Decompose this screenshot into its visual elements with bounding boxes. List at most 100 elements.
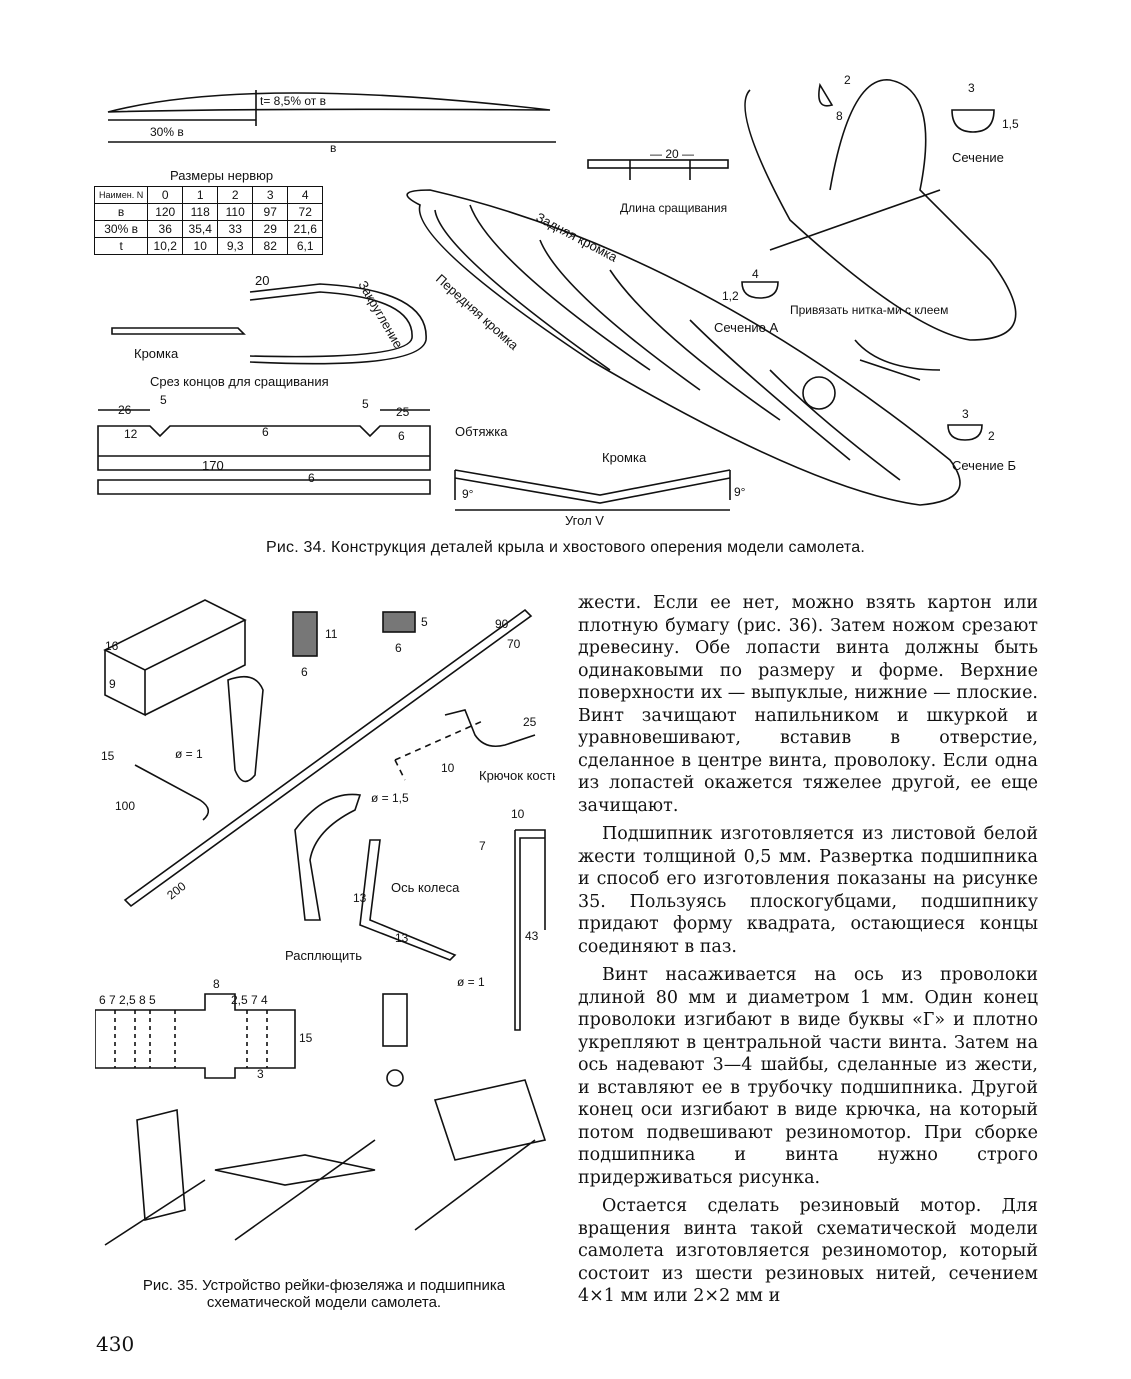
d100-label: 100: [115, 799, 135, 813]
paragraph-4: Остается сделать резиновый мотор. Для вр…: [578, 1196, 1038, 1306]
deg9-left-label: 9°: [462, 487, 474, 501]
figure-34-caption: Рис. 34. Конструкция деталей крыла и хво…: [266, 539, 865, 556]
d13a-label: 13: [353, 891, 367, 905]
splice-strip: [587, 159, 729, 169]
tie-label: Привязать нитка-ми с клеем: [790, 303, 948, 317]
d6c-label: 6: [308, 471, 315, 485]
d25-label: 25: [396, 405, 410, 419]
bearing-view-2: [214, 1139, 376, 1241]
d11-label: 11: [325, 627, 338, 641]
d6a-label: 6: [301, 665, 308, 679]
d16-label: 16: [105, 639, 119, 653]
paragraph-2: Подшипник изготовляется из листовой бело…: [578, 824, 1038, 957]
d8-label: 8: [213, 977, 220, 991]
d15b-label: 15: [299, 1031, 313, 1045]
d8-label: 8: [836, 109, 843, 123]
d10b-label: 10: [511, 807, 525, 821]
d70-label: 70: [507, 637, 521, 651]
d15-label: 15: [101, 749, 115, 763]
section-rect-a: [292, 611, 318, 657]
d2b-label: 2: [988, 429, 995, 443]
d7-label: 7: [479, 839, 486, 853]
section-a-shape: [741, 281, 779, 299]
rib-size-table: Наимен. N 0 1 2 3 4 в 120 118 110 97 72 …: [93, 186, 324, 255]
pct30-label: 30% в: [150, 125, 184, 139]
rounding-label: Закругление: [355, 278, 406, 351]
table-row: в 120 118 110 97 72: [93, 203, 324, 221]
body-text: жести. Если ее нет, можно взять картон и…: [578, 592, 1038, 1314]
covering-label: Обтяжка: [455, 424, 508, 439]
figure-35-caption: Рис. 35. Устройство рейки-фюзеляжа и под…: [142, 1277, 506, 1311]
tail-outline: [744, 79, 1017, 341]
propeller-blank: [227, 675, 264, 783]
d26-label: 26: [118, 403, 132, 417]
airfoil-rib: [107, 92, 551, 113]
dims-row2-label: 2,5 7 4: [231, 993, 268, 1007]
fuselage-rail: [123, 608, 533, 908]
trailing-edge-label: Задняя кромка: [534, 209, 621, 265]
d1-5-label: 1,5: [1002, 117, 1019, 131]
cut-ends-label: Срез концов для сращивания: [150, 374, 329, 389]
section-b-shape: [947, 424, 983, 441]
dia1-label: ø = 1: [175, 747, 203, 761]
splice-length-label: Длина сращивания: [620, 201, 727, 215]
leading-edge-label: Передняя кромка: [433, 271, 522, 353]
figure-35-drawing: 16 9 11 6 5 6 90 70 25 10 Крючок костыль…: [95, 599, 555, 1246]
section-label: Сечение: [952, 150, 1004, 165]
table-col-header: 3: [252, 186, 289, 204]
skid-hook: [444, 709, 536, 748]
d5a-label: 5: [160, 393, 167, 407]
d12-label: 12: [124, 427, 138, 441]
wing-outline: [406, 189, 961, 506]
edge2-label: Кромка: [602, 450, 647, 465]
section-b-label: Сечение Б: [952, 458, 1016, 473]
rib-sizes-label: Размеры нервюр: [170, 168, 273, 183]
d6b-label: 6: [398, 429, 405, 443]
d4-label: 4: [752, 267, 759, 281]
deg9-right-label: 9°: [734, 485, 746, 499]
table-col-header: 2: [217, 186, 254, 204]
angle-v-label: Угол V: [565, 513, 604, 528]
hook-bracket: [382, 993, 408, 1047]
d5-label: 5: [421, 615, 428, 629]
d13b-label: 13: [395, 931, 409, 945]
d1-2-label: 1,2: [722, 289, 739, 303]
wheel-axle-label: Ось колеса: [391, 880, 460, 895]
table-row: t 10,2 10 9,3 82 6,1: [93, 237, 324, 255]
hook-label: Крючок костыль: [479, 768, 555, 783]
d43-label: 43: [525, 929, 539, 943]
bent-wire: [514, 829, 546, 1031]
rib-profile: [97, 425, 431, 471]
paragraph-1: жести. Если ее нет, можно взять картон и…: [578, 593, 1038, 816]
section-shape: [951, 109, 995, 133]
hook-wire: [134, 764, 210, 821]
thickness-label: t= 8,5% от в: [260, 94, 326, 108]
d200-label: 200: [164, 879, 189, 903]
edge-label: Кромка: [134, 346, 179, 361]
d90-label: 90: [495, 617, 509, 631]
chord-label: в: [330, 141, 336, 155]
dia1-5-label: ø = 1,5: [371, 791, 409, 805]
d9-label: 9: [109, 677, 116, 691]
table-col-header: 4: [287, 186, 324, 204]
rounded-edge: [249, 283, 427, 365]
bearing-development: [95, 993, 296, 1079]
table-corner: Наимен. N: [93, 186, 149, 204]
d6a-label: 6: [262, 425, 269, 439]
table-row: 30% в 36 35,4 33 29 21,6: [93, 220, 324, 238]
figure-34-drawing: t= 8,5% от в 30% в в Размеры нервюр — 20…: [97, 73, 1019, 528]
hook-ring: [386, 1069, 404, 1087]
d20-label: 20: [255, 273, 269, 288]
joint-circle: [802, 376, 836, 410]
section-rect-b: [382, 611, 416, 633]
wood-block: [103, 599, 247, 717]
paragraph-3: Винт насаживается на ось из проволоки дл…: [578, 965, 1038, 1188]
d3-label: 3: [257, 1067, 264, 1081]
table-col-header: 0: [147, 186, 184, 204]
rib-top-view: [97, 479, 431, 495]
bearing-view-1: [104, 1108, 206, 1246]
d170-label: 170: [202, 458, 224, 473]
bearing-view-3: [414, 1079, 547, 1231]
detail-shape: [818, 82, 834, 107]
d6b-label: 6: [395, 641, 402, 655]
